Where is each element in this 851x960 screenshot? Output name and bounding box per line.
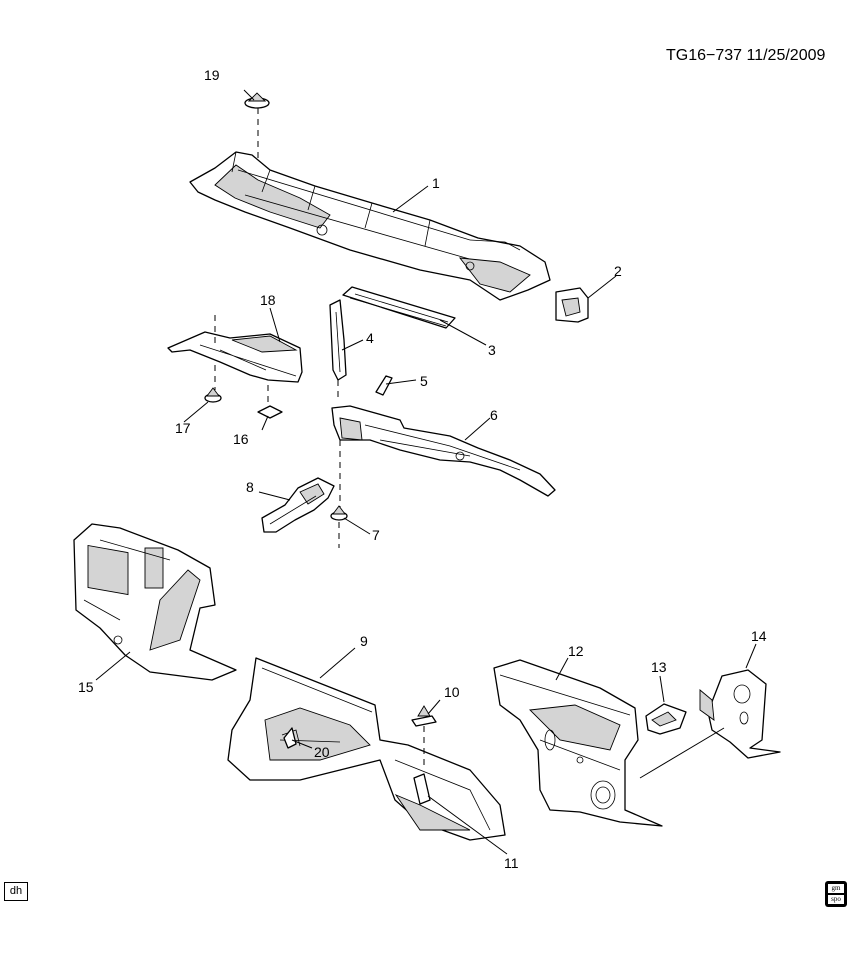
callout-18: 18 bbox=[260, 292, 276, 308]
part-1-cowl-panel bbox=[189, 151, 551, 301]
part-12-dash-panel-right bbox=[493, 659, 663, 827]
callout-14: 14 bbox=[751, 628, 767, 644]
callout-20: 20 bbox=[314, 744, 330, 760]
logo-bottom-text: spo bbox=[828, 895, 844, 904]
part-5-clip bbox=[375, 375, 393, 396]
logo-top-text: gm bbox=[828, 884, 844, 893]
callout-1: 1 bbox=[432, 175, 440, 191]
callout-8: 8 bbox=[246, 479, 254, 495]
part-20-clip bbox=[283, 727, 297, 749]
callout-12: 12 bbox=[568, 643, 584, 659]
part-18-insulator bbox=[167, 331, 303, 383]
part-16-pad bbox=[257, 405, 283, 419]
part-11-pad bbox=[413, 773, 431, 805]
gm-spo-logo: gm spo bbox=[825, 881, 847, 907]
part-14-plate bbox=[699, 669, 781, 759]
leader-lines bbox=[95, 89, 757, 855]
part-13-bracket bbox=[645, 703, 687, 735]
callout-7: 7 bbox=[372, 527, 380, 543]
part-3-cowl-extension bbox=[342, 286, 456, 329]
part-7-clip bbox=[330, 505, 348, 521]
callout-11: 11 bbox=[504, 855, 519, 871]
callout-5: 5 bbox=[420, 373, 428, 389]
diagram-reference-id: TG16−737 11/25/2009 bbox=[666, 47, 826, 64]
callout-15: 15 bbox=[78, 679, 94, 695]
callout-2: 2 bbox=[614, 263, 622, 279]
callout-13: 13 bbox=[651, 659, 667, 675]
callout-6: 6 bbox=[490, 407, 498, 423]
part-4-bracket bbox=[329, 299, 347, 400]
callout-10: 10 bbox=[444, 684, 460, 700]
part-15-dash-insulator bbox=[73, 523, 237, 681]
callout-4: 4 bbox=[366, 330, 374, 346]
part-8-bracket bbox=[261, 477, 335, 533]
part-9-dash-panel bbox=[227, 657, 506, 841]
callout-16: 16 bbox=[233, 431, 249, 447]
part-2-bracket bbox=[555, 287, 589, 323]
callout-9: 9 bbox=[360, 633, 368, 649]
part-6-vent-duct bbox=[331, 405, 556, 497]
callout-17: 17 bbox=[175, 420, 191, 436]
callout-19: 19 bbox=[204, 67, 220, 83]
part-17-clip bbox=[204, 387, 222, 403]
part-10-retainer bbox=[411, 705, 437, 727]
callout-3: 3 bbox=[488, 342, 496, 358]
illustrator-initials-badge: dh bbox=[4, 882, 28, 901]
